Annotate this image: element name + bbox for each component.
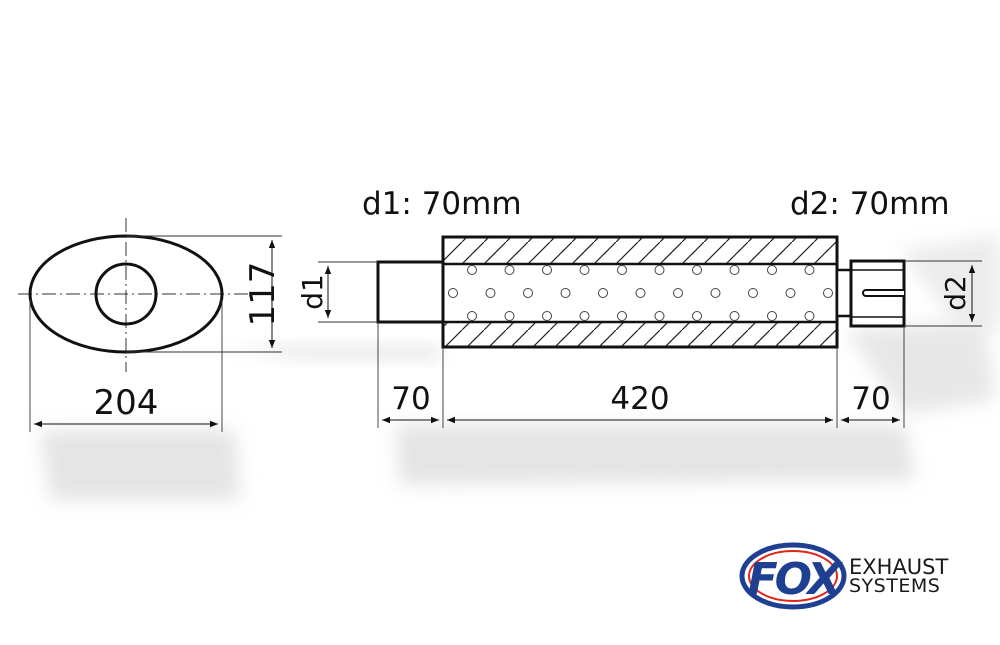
- pipe-opening-circle: [94, 262, 158, 326]
- inlet-diameter-label: d1: [296, 274, 329, 310]
- perforation-hole: [617, 311, 627, 321]
- perforation-hole: [710, 288, 721, 298]
- perforation-hole: [823, 288, 833, 298]
- perforation-hole: [804, 311, 815, 321]
- inlet-diameter-title: d1: 70mm: [362, 186, 522, 222]
- drop-shadow: [40, 235, 1000, 500]
- inlet-length-label: 70: [391, 381, 430, 417]
- perforation-hole: [467, 265, 477, 275]
- perforation-hole: [542, 265, 552, 275]
- perforation-hole: [673, 288, 683, 298]
- perforation-hole: [504, 311, 515, 321]
- perforation-hole: [692, 311, 702, 321]
- perforation-hole: [523, 288, 533, 298]
- perforation-hole: [804, 265, 815, 275]
- perforation-hole: [654, 311, 665, 321]
- perforation-hole: [729, 311, 740, 321]
- perforation-hole: [485, 288, 496, 298]
- fox-exhaust-systems-logo: FOX EXHAUST SYSTEMS: [739, 542, 949, 610]
- perforation-hole: [467, 311, 477, 321]
- inlet-pipe: d1: [296, 260, 445, 324]
- outlet-length-label: 70: [851, 381, 890, 417]
- perforation-hole: [767, 311, 777, 321]
- outlet-slot: [862, 289, 904, 297]
- perforation-hole: [654, 265, 665, 275]
- muffler-body: [441, 235, 839, 349]
- perforation-holes: [448, 265, 833, 321]
- perforation-hole: [767, 265, 777, 275]
- perforation-hole: [748, 288, 758, 298]
- perforation-hole: [579, 311, 590, 321]
- body-length-label: 420: [610, 381, 669, 417]
- perforation-hole: [635, 288, 646, 298]
- perforation-hole: [560, 288, 571, 298]
- oval-cross-section: 117 204: [18, 218, 283, 432]
- logo-line2: SYSTEMS: [849, 575, 940, 597]
- perforation-hole: [598, 288, 608, 298]
- logo-line1: EXHAUST: [849, 555, 949, 579]
- perforation-hole: [579, 265, 590, 275]
- perforation-hole: [785, 288, 796, 298]
- oval-width-label: 204: [94, 383, 159, 423]
- outlet-diameter-label: d2: [939, 275, 972, 311]
- perforation-hole: [729, 265, 740, 275]
- perforation-hole: [542, 311, 552, 321]
- outlet-pipe: d2: [835, 259, 982, 328]
- perforation-hole: [617, 265, 627, 275]
- outlet-diameter-title: d2: 70mm: [790, 186, 950, 222]
- perforation-hole: [692, 265, 702, 275]
- oval-height-label: 117: [243, 262, 283, 327]
- logo-brand: FOX: [748, 554, 844, 605]
- perforation-hole: [448, 288, 458, 298]
- perforation-hole: [504, 265, 515, 275]
- length-dimensions: 70 420 70: [377, 322, 905, 428]
